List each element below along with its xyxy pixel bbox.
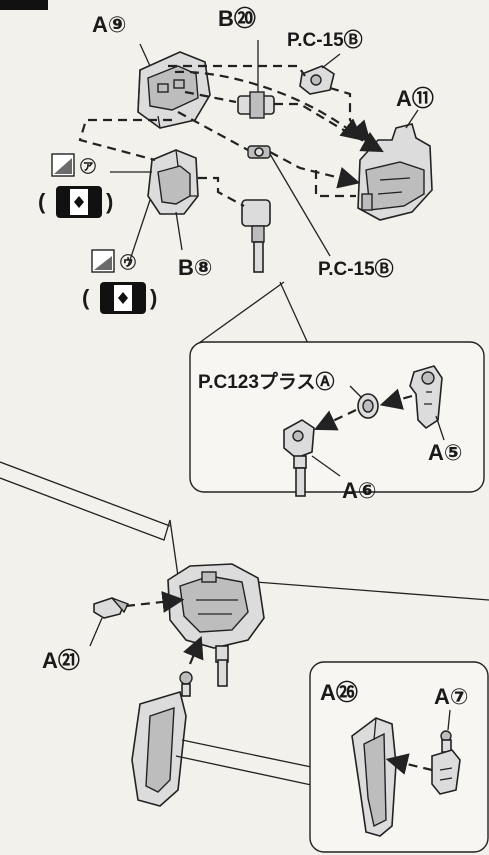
paren-open-u: ( (82, 285, 90, 310)
part-pc15-lower (247, 145, 271, 159)
part-a7-joint (431, 730, 461, 795)
divider-line (0, 461, 171, 527)
label-a7: A⑦ (434, 684, 469, 709)
part-a6-peg (283, 419, 315, 497)
label-a26: A㉖ (320, 680, 358, 705)
part-a26-plate (351, 717, 397, 837)
polarity-icon (100, 282, 146, 314)
part-body-bracket (131, 671, 193, 807)
part-b20-connector (237, 91, 275, 119)
mark-u: ㋒ (120, 253, 136, 272)
part-a21-vent (93, 597, 129, 619)
mark-i: ㋐ (80, 157, 96, 176)
label-b8: B⑧ (178, 255, 213, 280)
label-a21: A㉑ (42, 648, 80, 673)
part-neck-peg (241, 199, 271, 273)
label-pc15-bottom: P.C-15Ⓑ (318, 257, 394, 280)
callout-pointer (191, 281, 311, 349)
sticker-u-instruction: ㋒ ( ) (82, 249, 157, 314)
step-head-assembly (78, 40, 433, 273)
corner-tab (0, 0, 48, 10)
label-a11: A⑪ (396, 86, 434, 111)
part-b8-face (147, 149, 199, 215)
label-pc15-top: P.C-15Ⓑ (287, 28, 363, 51)
paren-close-u: ) (150, 285, 157, 310)
label-a6: A⑥ (342, 478, 377, 503)
label-pc123: P.C123プラスⒶ (198, 370, 335, 393)
paren-open-i: ( (38, 189, 46, 214)
polarity-icon (56, 186, 102, 218)
part-a5-bracket (409, 365, 443, 430)
part-a11-front-head (357, 123, 433, 221)
label-a9: A⑨ (92, 12, 127, 37)
paren-close-i: ) (106, 189, 113, 214)
label-a5: A⑤ (428, 440, 463, 465)
part-pc15-top (299, 65, 335, 95)
part-assembled-head (167, 563, 265, 687)
callout-outline (0, 477, 489, 601)
part-pc123-polycap (357, 393, 379, 419)
sticker-i-instruction: ㋐ ( ) (38, 153, 113, 218)
label-b20: B⑳ (218, 6, 256, 31)
detail-box-neck (189, 341, 485, 493)
part-a9-back-head (137, 51, 211, 129)
